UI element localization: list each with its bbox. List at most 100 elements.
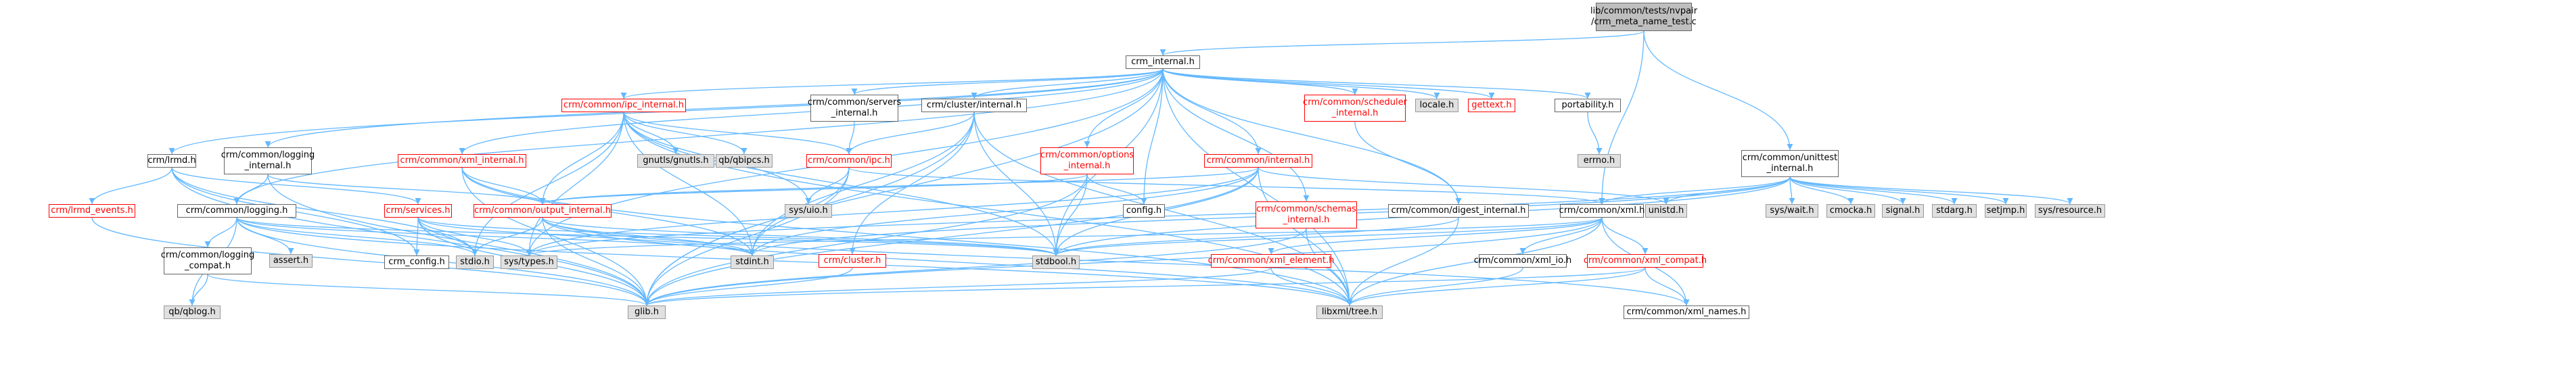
- node-logging-compat[interactable]: crm/common/logging _compat.h: [161, 247, 254, 274]
- node-qbipcs[interactable]: qb/qbipcs.h: [716, 154, 773, 168]
- node-scheduler-internal[interactable]: crm/common/scheduler _internal.h: [1303, 95, 1407, 122]
- node-syswait[interactable]: sys/wait.h: [1766, 204, 1818, 218]
- node-qblog[interactable]: qb/qblog.h: [164, 306, 221, 319]
- node-output-internal[interactable]: crm/common/output_internal.h: [474, 204, 612, 218]
- node-cluster-internal[interactable]: crm/cluster/internal.h: [921, 99, 1027, 112]
- edge-ipc-internal-to-stdint: [623, 112, 756, 256]
- edge-xml-compat-to-libxml-tree: [1346, 267, 1646, 306]
- node-config[interactable]: config.h: [1123, 204, 1165, 218]
- node-stdbool[interactable]: stdbool.h: [1032, 255, 1080, 269]
- edge-root-to-unittest-internal: [1643, 30, 1793, 151]
- node-lrmd-events[interactable]: crm/lrmd_events.h: [49, 204, 135, 218]
- edge-crm-internal-to-logging: [233, 68, 1164, 205]
- node-ipc[interactable]: crm/common/ipc.h: [806, 154, 892, 168]
- edge-scheduler-internal-to-digest-internal: [1354, 121, 1462, 205]
- node-systypes[interactable]: sys/types.h: [501, 255, 557, 269]
- edge-services-to-stdbool: [417, 217, 1059, 256]
- edge-crm-internal-to-common-internal: [1162, 68, 1262, 155]
- node-logging-internal[interactable]: crm/common/logging _internal.h: [221, 147, 315, 174]
- node-options-internal[interactable]: crm/common/options _internal.h: [1040, 147, 1134, 174]
- edge-lrmd-to-lrmd-events: [89, 167, 172, 205]
- node-common-internal[interactable]: crm/common/internal.h: [1204, 154, 1312, 168]
- node-schemas-internal[interactable]: crm/common/schemas _internal.h: [1256, 201, 1357, 228]
- edge-crm-internal-to-options-internal: [1084, 68, 1164, 148]
- edge-ipc-to-xml: [848, 167, 1605, 205]
- edge-xml-to-libxml-tree: [1346, 217, 1603, 306]
- node-signal[interactable]: signal.h: [1882, 204, 1924, 218]
- edge-output-internal-to-stdbool: [542, 217, 1059, 256]
- edge-output-internal-to-libxml-tree: [542, 217, 1353, 306]
- node-lrmd[interactable]: crm/lrmd.h: [147, 154, 196, 168]
- node-sysresource[interactable]: sys/resource.h: [2035, 204, 2105, 218]
- edge-options-internal-to-stdbool: [1053, 174, 1088, 256]
- node-libxml-tree[interactable]: libxml/tree.h: [1316, 306, 1383, 319]
- edge-common-internal-to-systypes: [526, 167, 1259, 256]
- edge-schemas-internal-to-glib: [643, 228, 1307, 306]
- node-portability[interactable]: portability.h: [1555, 99, 1621, 112]
- edge-xml-element-to-libxml-tree: [1270, 267, 1353, 306]
- node-gnutls[interactable]: gnutls/gnutls.h: [637, 154, 714, 168]
- edge-xml-internal-to-output-internal: [461, 167, 546, 205]
- node-xml[interactable]: crm/common/xml.h: [1559, 204, 1644, 218]
- edge-cluster-internal-to-stdbool: [973, 112, 1059, 256]
- node-xml-element[interactable]: crm/common/xml_element.h: [1208, 254, 1334, 268]
- edge-xml-to-glib: [643, 217, 1603, 306]
- edge-root-to-xml: [1598, 30, 1644, 205]
- node-xml-internal[interactable]: crm/common/xml_internal.h: [398, 154, 526, 168]
- node-ipc-internal[interactable]: crm/common/ipc_internal.h: [561, 99, 686, 112]
- node-digest-internal[interactable]: crm/common/digest_internal.h: [1388, 204, 1529, 218]
- edge-lrmd-to-glib: [171, 167, 650, 306]
- node-cmocka[interactable]: cmocka.h: [1826, 204, 1875, 218]
- edge-crm-internal-to-locale: [1162, 68, 1440, 99]
- edge-cluster-internal-to-ipc: [846, 112, 975, 155]
- edge-xml-to-xml-compat: [1601, 217, 1649, 255]
- node-sysuio[interactable]: sys/uio.h: [785, 204, 832, 218]
- node-cluster[interactable]: crm/cluster.h: [819, 254, 886, 268]
- edge-crm-internal-to-servers-internal: [851, 68, 1164, 95]
- edge-unittest-internal-to-signal: [1789, 176, 1906, 205]
- edge-services-to-crm-config: [413, 217, 420, 256]
- node-services[interactable]: crm/services.h: [384, 204, 452, 218]
- node-servers-internal[interactable]: crm/common/servers _internal.h: [808, 95, 901, 122]
- edge-cluster-internal-to-cluster: [849, 112, 975, 255]
- edge-digest-internal-to-stdbool: [1053, 217, 1459, 256]
- node-gettext[interactable]: gettext.h: [1468, 99, 1515, 112]
- node-root[interactable]: lib/common/tests/nvpair /crm_meta_name_t…: [1590, 3, 1697, 31]
- node-stdio[interactable]: stdio.h: [456, 255, 494, 269]
- edge-crm-internal-to-schemas-internal: [1162, 68, 1310, 202]
- edge-ipc-internal-to-systypes: [526, 112, 624, 256]
- node-assert[interactable]: assert.h: [269, 254, 313, 268]
- node-locale[interactable]: locale.h: [1415, 99, 1458, 112]
- edge-options-internal-to-config: [1086, 174, 1147, 205]
- edge-digest-internal-to-libxml-tree: [1346, 217, 1459, 306]
- edge-options-internal-to-output-internal: [539, 174, 1088, 205]
- edge-crm-internal-to-config: [1141, 68, 1164, 205]
- node-stdint[interactable]: stdint.h: [731, 255, 774, 269]
- node-crm-config[interactable]: crm_config.h: [384, 255, 449, 269]
- edge-lrmd-events-to-glib: [91, 217, 650, 306]
- node-xml-names[interactable]: crm/common/xml_names.h: [1624, 306, 1749, 319]
- node-unistd[interactable]: unistd.h: [1645, 204, 1687, 218]
- node-setjmp[interactable]: setjmp.h: [1985, 204, 2027, 218]
- node-errno[interactable]: errno.h: [1578, 154, 1621, 168]
- edge-unittest-internal-to-stdarg: [1789, 176, 1958, 205]
- edge-output-internal-to-xml-names: [542, 217, 1690, 306]
- node-xml-io[interactable]: crm/common/xml_io.h: [1474, 254, 1571, 268]
- edge-unittest-internal-to-syswait: [1789, 176, 1795, 205]
- edge-crm-internal-to-libxml-tree: [1162, 68, 1353, 306]
- edge-ipc-to-sysuio: [805, 167, 850, 205]
- node-glib[interactable]: glib.h: [628, 306, 666, 319]
- edge-ipc-internal-to-ipc: [623, 112, 852, 155]
- edge-common-internal-to-libxml-tree: [1258, 167, 1353, 306]
- edge-ipc-internal-to-gnutls: [623, 112, 679, 155]
- node-logging[interactable]: crm/common/logging.h: [177, 204, 296, 218]
- edge-logging-to-libxml-tree: [236, 217, 1353, 306]
- edge-crm-internal-to-gettext: [1162, 68, 1495, 99]
- node-stdarg[interactable]: stdarg.h: [1932, 204, 1977, 218]
- node-crm-internal[interactable]: crm_internal.h: [1126, 55, 1200, 69]
- edge-xml-to-stdbool: [1053, 217, 1603, 256]
- edge-root-to-crm-internal: [1159, 30, 1644, 56]
- node-xml-compat[interactable]: crm/common/xml_compat.h: [1584, 254, 1707, 268]
- node-unittest-internal[interactable]: crm/common/unittest _internal.h: [1741, 150, 1839, 177]
